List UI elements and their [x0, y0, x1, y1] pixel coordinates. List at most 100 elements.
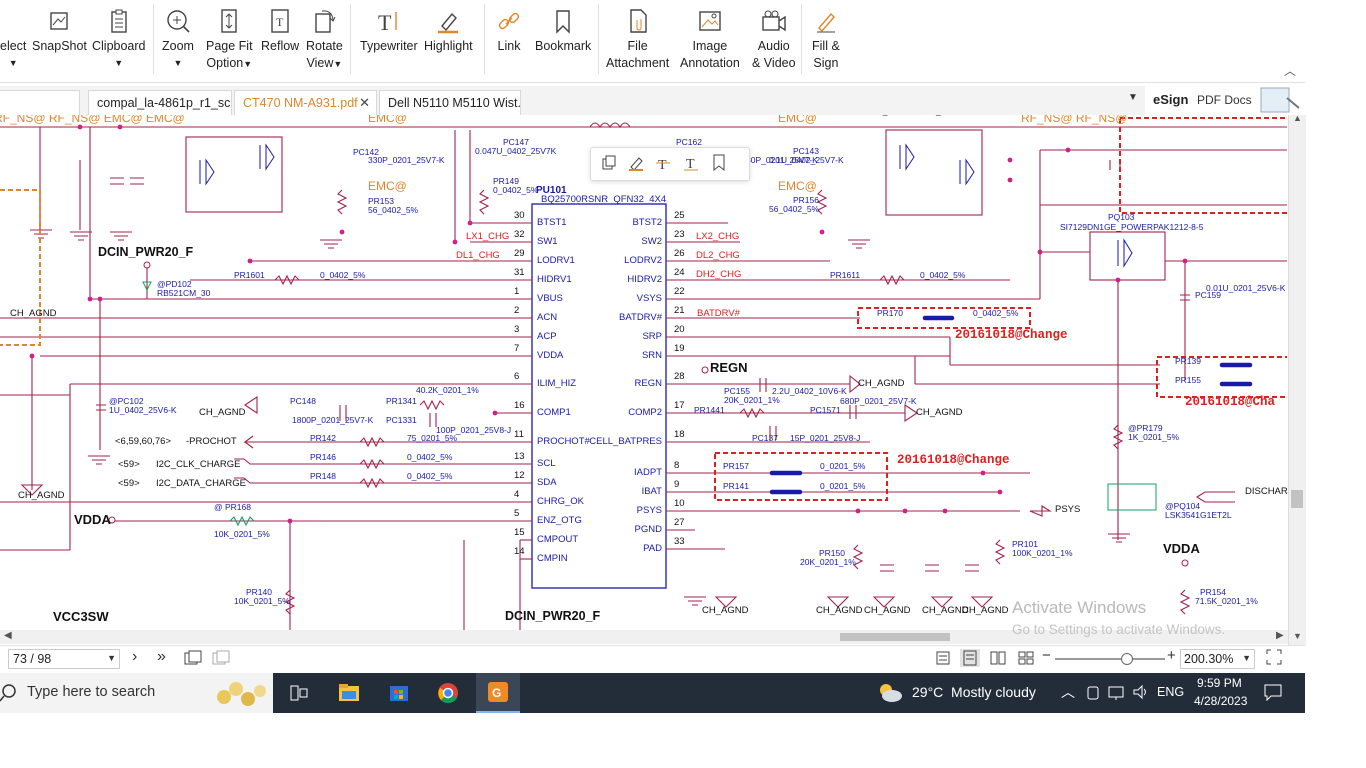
emc-label: EMC@: [368, 179, 407, 193]
image-annotation-button[interactable]: Image Annotation: [680, 4, 740, 72]
strikeout-icon[interactable]: T: [655, 155, 671, 176]
component-label: 56_0402_5%: [769, 204, 820, 214]
zoom-button[interactable]: Zoom ▼: [162, 4, 194, 72]
page-number-field[interactable]: 73 / 98 ▼: [8, 649, 120, 669]
component-label: 20K_0201_1%: [800, 557, 856, 567]
tab-partial[interactable]: [0, 90, 80, 115]
clipboard-button[interactable]: Clipboard ▼: [92, 4, 146, 72]
last-page-icon[interactable]: »: [157, 648, 166, 665]
component-label: 330P_0201_25V7-K: [368, 155, 445, 165]
pin-name: IADPT: [634, 467, 662, 478]
continuous-facing-icon[interactable]: [1018, 651, 1034, 670]
audio-video-icon: [760, 4, 788, 38]
pin-name: SRP: [642, 331, 662, 342]
collapse-ribbon-icon[interactable]: ︿: [1284, 64, 1297, 78]
component-label: SI7129DN1GE_POWERPAK1212-8-5: [1060, 222, 1204, 232]
component-label: 1K_0201_5%: [1128, 432, 1180, 442]
zoom-out-icon[interactable]: −: [1042, 647, 1051, 664]
select-tool-button[interactable]: elect ▼: [0, 4, 26, 72]
previous-view-icon[interactable]: [184, 650, 202, 671]
scroll-up-icon[interactable]: ▲: [1293, 113, 1302, 123]
single-page-icon[interactable]: [936, 651, 950, 670]
search-highlight-icon: [208, 675, 272, 716]
image-annotation-label: Image: [692, 39, 728, 53]
link-button[interactable]: Link: [496, 4, 522, 55]
component-label: 0.047U_0402_25V7K: [475, 146, 557, 156]
component-label: PC159: [1195, 290, 1221, 300]
snapshot-button[interactable]: SnapShot: [32, 4, 87, 55]
next-view-icon[interactable]: [212, 650, 230, 671]
page-fit-button[interactable]: Page Fit Option▼: [206, 4, 253, 73]
typewriter-button[interactable]: T Typewriter: [360, 4, 418, 55]
ribbon-separator: [801, 4, 802, 74]
document-tabs: compal_la-4861p_r1_sc... CT470 NM-A931.p…: [0, 86, 1305, 115]
notification-icon[interactable]: [1264, 683, 1282, 706]
clock-date[interactable]: 4/28/2023: [1194, 694, 1248, 708]
meet-icon[interactable]: [1086, 685, 1100, 706]
component-label: RB521CM_30: [157, 288, 211, 298]
pin-number: 14: [514, 546, 525, 557]
reflow-button[interactable]: T Reflow: [261, 4, 299, 55]
pin-name: SCL: [537, 458, 556, 469]
horizontal-scrollbar[interactable]: ◀ ▶: [0, 630, 1288, 644]
pin-number: 10: [674, 498, 685, 509]
chevron-up-icon[interactable]: ︿: [1061, 684, 1075, 700]
tab-dell[interactable]: Dell N5110 M5110 Wist...: [379, 90, 521, 115]
zoom-slider-knob[interactable]: [1121, 653, 1133, 665]
tab-ct470[interactable]: CT470 NM-A931.pdf✕: [234, 90, 377, 115]
task-view-icon[interactable]: [290, 685, 308, 706]
component-label: 680P_0201_25V7-K: [840, 396, 917, 406]
clock-time[interactable]: 9:59 PM: [1197, 676, 1242, 690]
rotate-view-button[interactable]: Rotate View▼: [306, 4, 343, 73]
copy-icon[interactable]: [601, 155, 617, 176]
component-label: PR149: [493, 176, 519, 186]
store-icon[interactable]: [388, 682, 410, 707]
component-label: PR1611: [830, 270, 861, 280]
tab-compal[interactable]: compal_la-4861p_r1_sc...: [88, 90, 232, 115]
bookmark-button[interactable]: Bookmark: [535, 4, 591, 55]
change-note: 20161018@Change: [955, 328, 1068, 342]
continuous-page-icon[interactable]: [960, 649, 980, 667]
pin-name: REGN: [634, 378, 662, 389]
esign-banner[interactable]: eSign PDF Docs: [1145, 86, 1305, 115]
vertical-scrollbar[interactable]: ▲ ▼: [1288, 113, 1306, 645]
pin-name: SRN: [641, 350, 662, 361]
highlight-button[interactable]: Highlight: [424, 4, 473, 55]
zoom-level-field[interactable]: 200.30% ▼: [1180, 649, 1255, 669]
volume-icon[interactable]: [1132, 683, 1150, 706]
typewriter-label: Typewriter: [360, 39, 418, 53]
component-label: PC142: [353, 147, 379, 157]
close-icon[interactable]: ✕: [359, 95, 370, 110]
fill-sign-button[interactable]: Fill & Sign: [812, 4, 840, 72]
pin-name: PAD: [643, 543, 662, 554]
next-page-icon[interactable]: ›: [132, 648, 138, 665]
network-icon[interactable]: [1108, 685, 1126, 706]
underline-icon[interactable]: T: [683, 155, 699, 176]
highlight-icon[interactable]: [628, 155, 644, 176]
chrome-icon[interactable]: [437, 682, 459, 709]
tab-list-dropdown-icon[interactable]: ▼: [1128, 92, 1138, 103]
zoom-in-icon[interactable]: +: [1167, 647, 1176, 664]
component-label: 75_0201_5%: [407, 433, 458, 443]
file-explorer-icon[interactable]: [338, 682, 360, 707]
scroll-down-icon[interactable]: ▼: [1293, 631, 1302, 641]
pin-number: 31: [514, 267, 525, 278]
facing-page-icon[interactable]: [990, 651, 1006, 670]
audio-video-button[interactable]: Audio & Video: [752, 4, 796, 72]
taskbar-search-box[interactable]: Type here to search: [0, 673, 273, 713]
vertical-scroll-thumb[interactable]: [1291, 490, 1303, 508]
weather-text[interactable]: 29°C Mostly cloudy: [912, 684, 1036, 700]
file-attachment-button[interactable]: File Attachment: [606, 4, 669, 72]
horizontal-scroll-thumb[interactable]: [840, 633, 950, 641]
pin-name: PROCHOT#: [537, 436, 590, 447]
foxit-reader-taskbar-button[interactable]: G: [476, 673, 520, 713]
language-indicator[interactable]: ENG: [1157, 685, 1185, 699]
scroll-left-icon[interactable]: ◀: [4, 630, 12, 641]
bookmark-icon[interactable]: [711, 154, 727, 177]
zoom-slider[interactable]: [1055, 653, 1165, 665]
fullscreen-icon[interactable]: [1266, 649, 1282, 670]
activation-watermark-text: Go to Settings to activate Windows.: [1012, 622, 1226, 637]
scroll-right-icon[interactable]: ▶: [1276, 630, 1284, 641]
net-psys: PSYS: [1055, 504, 1081, 515]
